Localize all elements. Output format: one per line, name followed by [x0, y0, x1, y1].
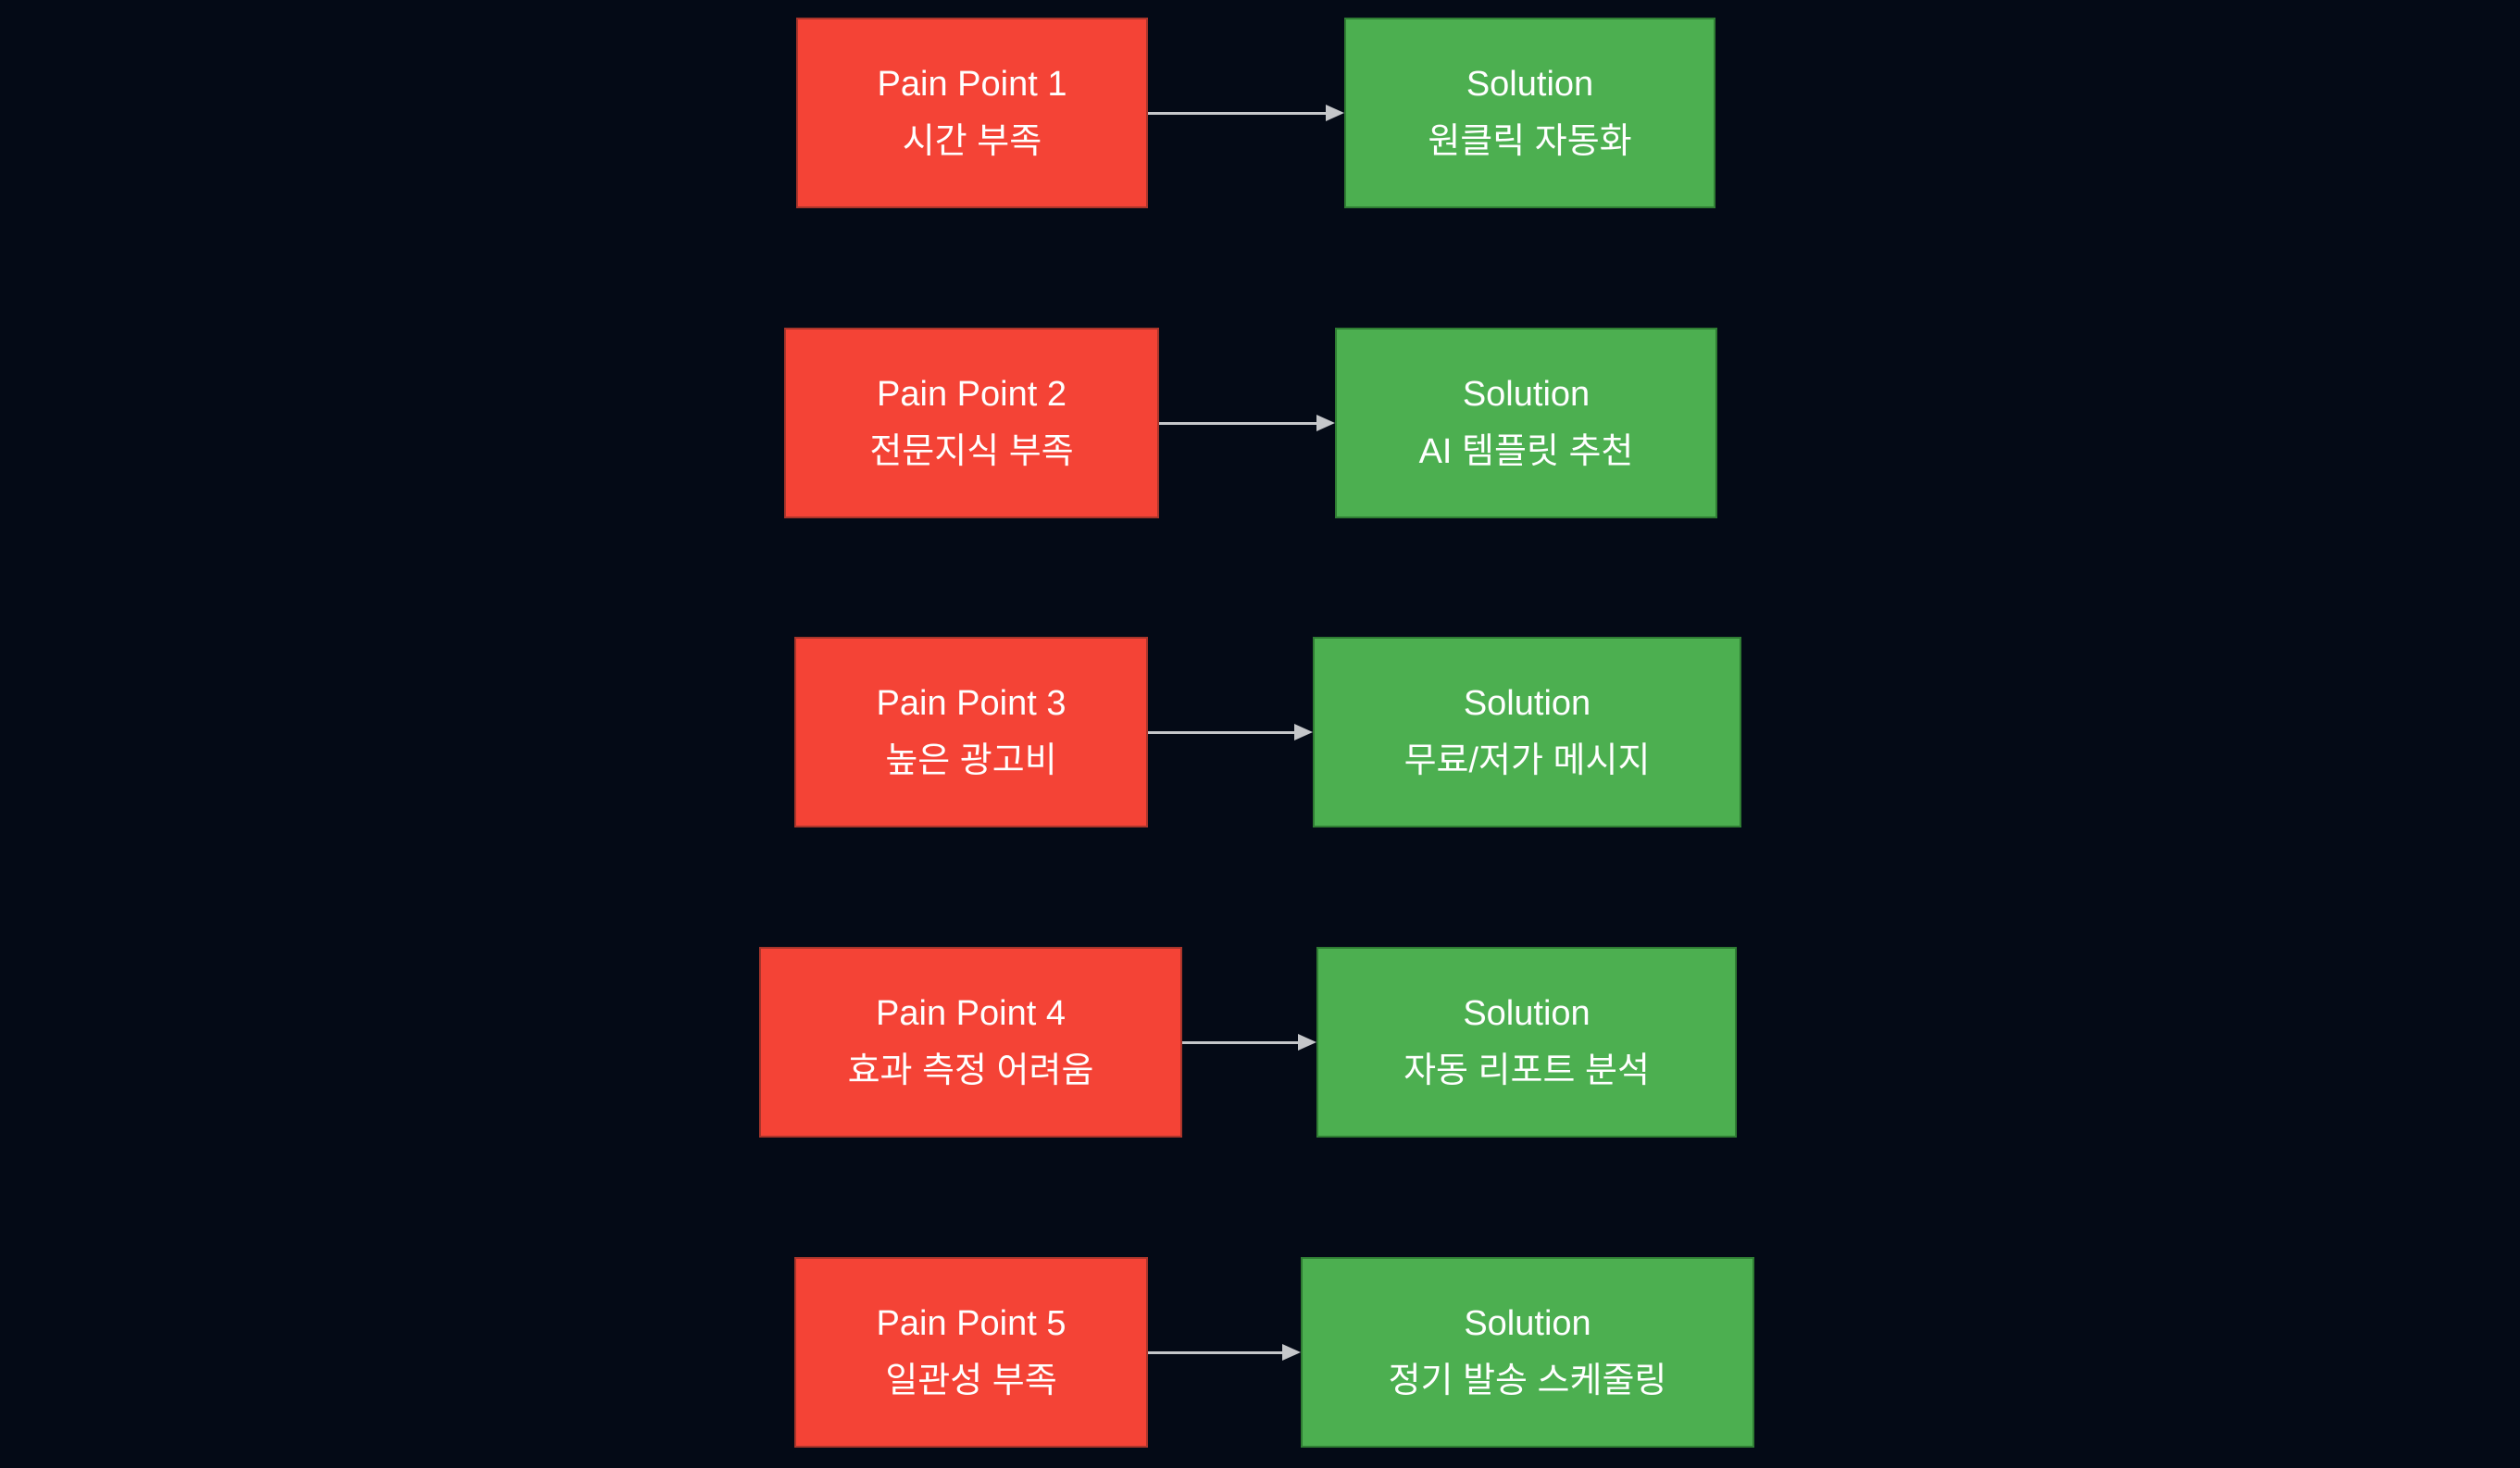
pain-node-3: Pain Point 3 높은 광고비 [794, 637, 1148, 827]
solution-node-3-desc: 무료/저가 메시지 [1403, 741, 1651, 780]
pain-node-4: Pain Point 4 효과 측정 어려움 [759, 947, 1182, 1138]
arrow-line [1148, 730, 1298, 734]
solution-node-1-desc: 원클릭 자동화 [1428, 122, 1632, 161]
pain-node-5-title: Pain Point 5 [876, 1304, 1067, 1343]
pain-node-2-desc: 전문지식 부족 [869, 432, 1074, 471]
arrow-head-icon [1326, 105, 1344, 121]
arrow-head-icon [1294, 724, 1313, 740]
solution-node-3-title: Solution [1463, 684, 1591, 723]
pain-node-5-desc: 일관성 부족 [885, 1362, 1057, 1400]
solution-node-1-title: Solution [1466, 65, 1594, 104]
solution-node-5-title: Solution [1464, 1304, 1591, 1343]
arrow-line [1159, 421, 1320, 425]
solution-node-2-title: Solution [1462, 375, 1591, 414]
pain-node-1-title: Pain Point 1 [877, 65, 1067, 104]
solution-node-2-desc: AI 템플릿 추천 [1418, 432, 1634, 471]
pain-node-4-desc: 효과 측정 어려움 [847, 1051, 1094, 1090]
pain-node-5: Pain Point 5 일관성 부족 [794, 1257, 1148, 1448]
arrow-head-icon [1282, 1344, 1301, 1361]
pain-node-3-title: Pain Point 3 [876, 684, 1067, 723]
solution-node-2: Solution AI 템플릿 추천 [1335, 328, 1717, 518]
solution-node-4-desc: 자동 리포트 분석 [1403, 1051, 1650, 1090]
solution-node-4-title: Solution [1463, 994, 1591, 1033]
pain-node-2-title: Pain Point 2 [877, 375, 1067, 414]
arrow-line [1148, 111, 1329, 115]
solution-node-5: Solution 정기 발송 스케줄링 [1301, 1257, 1754, 1448]
pain-node-4-title: Pain Point 4 [876, 994, 1066, 1033]
solution-node-1: Solution 원클릭 자동화 [1344, 18, 1715, 208]
solution-node-5-desc: 정기 발송 스케줄링 [1388, 1362, 1667, 1400]
pain-node-1: Pain Point 1 시간 부족 [796, 18, 1148, 208]
arrow-head-icon [1316, 415, 1335, 431]
pain-node-2: Pain Point 2 전문지식 부족 [784, 328, 1159, 518]
solution-node-4: Solution 자동 리포트 분석 [1316, 947, 1737, 1138]
pain-node-3-desc: 높은 광고비 [885, 741, 1057, 780]
arrow-line [1148, 1350, 1286, 1354]
pain-node-1-desc: 시간 부족 [902, 122, 1042, 161]
solution-node-3: Solution 무료/저가 메시지 [1313, 637, 1741, 827]
arrow-line [1182, 1040, 1302, 1044]
arrow-head-icon [1298, 1034, 1316, 1051]
